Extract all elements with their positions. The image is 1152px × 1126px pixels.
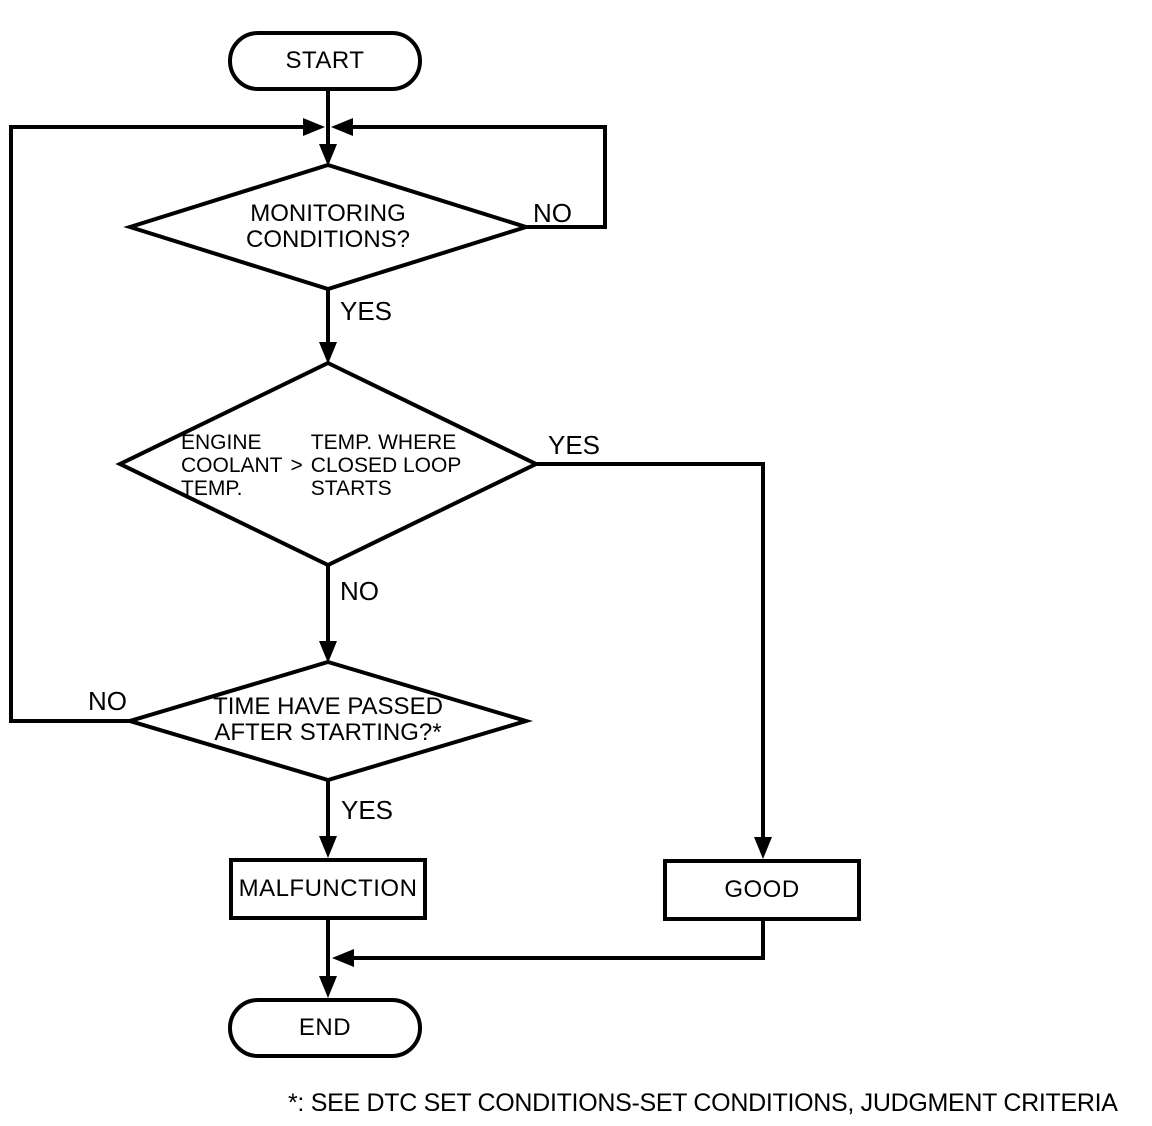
decision-time-label: TIME HAVE PASSED AFTER STARTING?* [168,694,488,746]
arrowhead-down-icon [319,144,337,166]
start-label: START [285,47,365,74]
decision-time-shape [122,659,534,783]
edge-label-coolant-yes: YES [548,430,601,460]
arrowhead-left-icon [331,118,353,136]
footnote: *: SEE DTC SET CONDITIONS-SET CONDITIONS… [288,1089,1118,1117]
arrowhead-down-icon [319,976,337,998]
coolant-left-line-2: COOLANT [181,454,283,477]
edge-malfunction-to-end [319,920,337,998]
edge-time-yes-to-malfunction [319,780,337,858]
arrowhead-down-icon [754,837,772,859]
coolant-left-line-3: TEMP. [181,477,243,500]
node-malfunction: MALFUNCTION [229,858,427,920]
node-end: END [228,998,422,1058]
arrowhead-right-icon [303,118,325,136]
decision-coolant-label: ENGINE COOLANT TEMP. > TEMP. WHERE CLOSE… [181,431,461,500]
edge-coolant-no [319,565,337,663]
edge-monitoring-yes [319,289,337,364]
edge-label-time-no: NO [88,686,127,716]
coolant-left-line-1: ENGINE [181,431,262,454]
decision-coolant-shape [115,360,541,568]
decision-monitoring-label: MONITORING CONDITIONS? [178,201,478,253]
arrowhead-down-icon [319,836,337,858]
edge-label-coolant-no: NO [340,576,379,606]
edge-good-to-end-merge [332,921,765,967]
node-good: GOOD [663,859,861,921]
node-start: START [228,31,422,91]
malfunction-label: MALFUNCTION [238,875,418,902]
monitoring-line-2: CONDITIONS? [245,226,410,253]
edge-label-time-yes: YES [341,795,394,825]
coolant-right-line-2: CLOSED LOOP [310,454,462,477]
time-line-2: AFTER STARTING?* [214,719,442,746]
arrowhead-down-icon [319,342,337,364]
coolant-right-line-3: STARTS [310,477,392,500]
decision-monitoring-shape [123,162,533,292]
edge-label-monitoring-no: NO [533,198,572,228]
edge-monitoring-no-loop [331,118,607,229]
arrowhead-down-icon [319,641,337,663]
edge-label-monitoring-yes: YES [340,296,393,326]
monitoring-line-1: MONITORING [250,200,406,227]
greater-than-operator: > [290,454,303,477]
edge-start-to-monitoring [319,91,337,166]
good-label: GOOD [724,876,800,903]
time-line-1: TIME HAVE PASSED [213,693,443,720]
coolant-left-column: ENGINE COOLANT TEMP. [181,431,283,500]
end-label: END [298,1014,352,1041]
coolant-right-column: TEMP. WHERE CLOSED LOOP STARTS [311,431,462,500]
arrowhead-left-icon [332,949,354,967]
edge-coolant-yes-to-good [536,462,772,859]
edge-time-no-loop [9,118,325,723]
coolant-right-line-1: TEMP. WHERE [310,431,457,454]
